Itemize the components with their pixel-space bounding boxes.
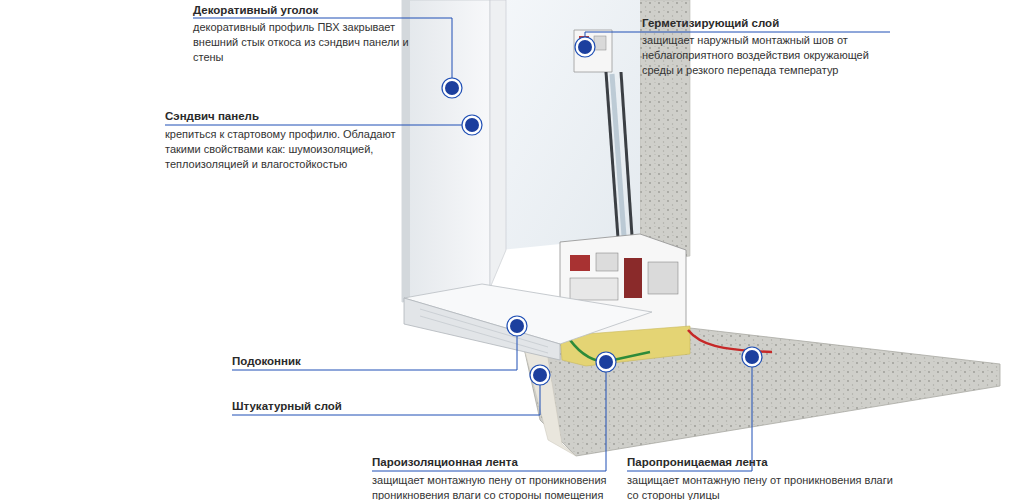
callout-marker <box>596 352 616 372</box>
callout-text: крепиться к стартовому профилю. Обладают… <box>165 127 410 172</box>
frame-chamber <box>570 255 590 271</box>
callout-text: защищает монтажную пену от проникновения… <box>627 473 897 500</box>
frame-chamber <box>624 258 642 298</box>
leader-line <box>165 125 472 126</box>
sill-chambers <box>420 309 548 353</box>
glass-gap <box>612 74 624 236</box>
leader-lines <box>165 18 890 471</box>
plaster-layer <box>524 346 576 456</box>
callout-heading: Паропроницаемая лента <box>627 455 768 469</box>
leader-line <box>232 375 540 415</box>
callout-text: защищает наружный монтажный шов от небла… <box>642 33 892 78</box>
leader-line <box>193 18 452 88</box>
callout-marker <box>442 78 462 98</box>
callout-heading: Пароизоляционная лента <box>372 455 518 469</box>
callout-heading: Декоративный уголок <box>193 3 318 17</box>
frame-top-profile <box>574 30 612 72</box>
sandwich-panel <box>402 0 490 302</box>
callout-heading: Сэндвич панель <box>165 109 259 123</box>
callout-marker <box>462 115 482 135</box>
frame-chamber <box>596 253 618 271</box>
callout-markers <box>442 37 762 385</box>
leader-line <box>627 357 752 471</box>
callout-marker <box>530 365 550 385</box>
frame-chamber <box>570 278 618 300</box>
callout-text: декоративный профиль ПВХ закрывает внешн… <box>193 20 431 65</box>
window-sill-front <box>404 298 560 360</box>
window-glass <box>500 0 640 250</box>
leader-line <box>232 326 517 370</box>
callout-heading: Штукатурный слой <box>232 399 342 413</box>
callout-heading: Герметизирующий слой <box>642 16 779 30</box>
callout-marker <box>507 316 527 336</box>
frame-chamber <box>594 36 606 50</box>
callout-marker <box>575 37 595 57</box>
window-jamb <box>490 0 506 288</box>
frame-chamber <box>648 262 678 294</box>
callout-marker <box>742 347 762 367</box>
vapor-permeable-tape <box>688 330 772 352</box>
callout-heading: Подоконник <box>232 354 301 368</box>
callout-text: защищает монтажную пену от проникновения… <box>372 473 612 500</box>
leader-line <box>372 362 606 471</box>
